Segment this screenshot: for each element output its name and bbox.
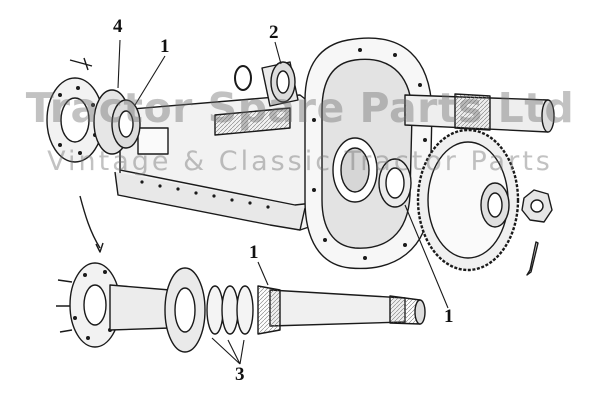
- arrow-head: [95, 242, 104, 253]
- leader-1-top: [134, 55, 166, 106]
- leader-1-right: [404, 204, 449, 309]
- spacer-rings: [206, 285, 254, 335]
- drive-gear: [416, 128, 520, 272]
- assembly-arrow: [79, 195, 101, 249]
- bearing-shaft: [257, 285, 281, 335]
- leader-3: [211, 337, 245, 365]
- callout-3: 3: [235, 364, 245, 385]
- leader-1-mid: [257, 261, 269, 286]
- callout-1-top: 1: [160, 36, 170, 57]
- callout-2: 2: [269, 22, 279, 43]
- callout-1-right: 1: [444, 306, 454, 327]
- bearing-left: [111, 99, 141, 149]
- shaft-flange: [164, 267, 206, 353]
- castle-nut: [521, 189, 553, 223]
- hub-flange-left: [46, 57, 104, 163]
- bearing-housing: [378, 158, 412, 208]
- leader-4: [117, 39, 121, 89]
- callout-1-mid: 1: [249, 242, 259, 263]
- watermark-company: Tractor Spare Parts Ltd: [25, 84, 575, 132]
- bearing-2: [261, 61, 299, 107]
- pinion-shaft: [404, 93, 555, 133]
- circlip: [234, 65, 252, 91]
- leader-lines: [117, 39, 449, 365]
- callout-4: 4: [113, 16, 123, 37]
- split-pin: [526, 241, 539, 276]
- axle-housing: [114, 94, 346, 231]
- leader-2: [274, 41, 282, 65]
- watermark-tagline: Vintage & Classic Tractor Parts: [47, 146, 553, 177]
